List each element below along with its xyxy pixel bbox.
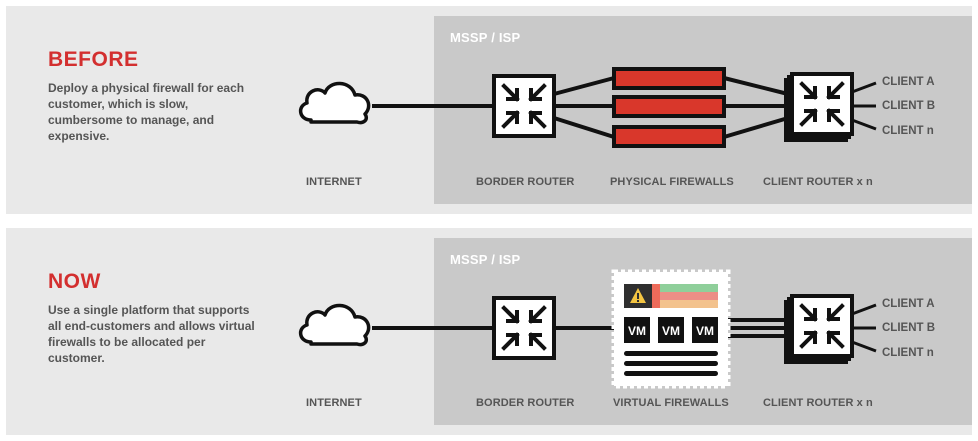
status-bar — [652, 284, 660, 308]
vm-label: VM — [628, 324, 646, 338]
before-description: Deploy a physical firewall for each cust… — [48, 81, 245, 143]
client-label: CLIENT n — [882, 125, 934, 137]
router-firewall-link — [553, 116, 615, 139]
client-label: CLIENT B — [882, 100, 936, 112]
router-icon — [494, 298, 554, 358]
mssp-label: MSSP / ISP — [450, 252, 521, 267]
now-panel: MSSP / ISP NOW Use a single platform tha… — [6, 228, 972, 435]
virtual-firewalls-caption: VIRTUAL FIREWALLS — [613, 397, 729, 409]
mssp-label: MSSP / ISP — [450, 30, 521, 45]
router-icon — [784, 296, 852, 364]
status-bar — [652, 300, 718, 308]
virtual-firewall-platform: VM VM VM — [611, 269, 731, 389]
firewall-icon — [612, 125, 726, 148]
client-link — [851, 118, 877, 131]
cloud-icon — [298, 303, 371, 347]
now-heading: NOW — [48, 270, 101, 293]
client-link — [851, 340, 877, 353]
firewall-client-link — [723, 116, 789, 139]
now-diagram: VM VM VM — [298, 269, 877, 389]
vm-icon: VM — [658, 317, 684, 343]
firewall-icon — [612, 95, 726, 118]
vm-label: VM — [696, 324, 714, 338]
client-router-caption: CLIENT ROUTER x n — [763, 397, 873, 409]
client-link — [851, 303, 877, 316]
internet-caption: INTERNET — [306, 397, 362, 409]
border-router-caption: BORDER ROUTER — [476, 397, 575, 409]
client-router-caption: CLIENT ROUTER x n — [763, 176, 873, 188]
physical-firewalls-caption: PHYSICAL FIREWALLS — [610, 176, 734, 188]
status-bar — [652, 292, 718, 300]
client-label: CLIENT B — [882, 322, 936, 334]
vm-label: VM — [662, 324, 680, 338]
cloud-icon — [298, 81, 371, 125]
vm-icon: VM — [692, 317, 718, 343]
status-bar — [652, 284, 718, 292]
internet-caption: INTERNET — [306, 176, 362, 188]
router-firewall-link — [553, 76, 615, 96]
rack-line — [624, 361, 718, 366]
before-heading: BEFORE — [48, 48, 139, 71]
border-router-caption: BORDER ROUTER — [476, 176, 575, 188]
client-label: CLIENT A — [882, 76, 935, 88]
rack-line — [624, 351, 718, 356]
now-description: Use a single platform that supports all … — [48, 303, 255, 365]
before-diagram — [298, 67, 877, 148]
router-icon — [784, 74, 852, 142]
client-link — [851, 81, 877, 94]
firewall-client-link — [723, 76, 789, 96]
warning-icon — [624, 284, 652, 308]
vm-icon: VM — [624, 317, 650, 343]
rack-line — [624, 371, 718, 376]
client-label: CLIENT n — [882, 347, 934, 359]
router-icon — [494, 76, 554, 136]
firewall-icon — [612, 67, 726, 90]
client-label: CLIENT A — [882, 298, 935, 310]
